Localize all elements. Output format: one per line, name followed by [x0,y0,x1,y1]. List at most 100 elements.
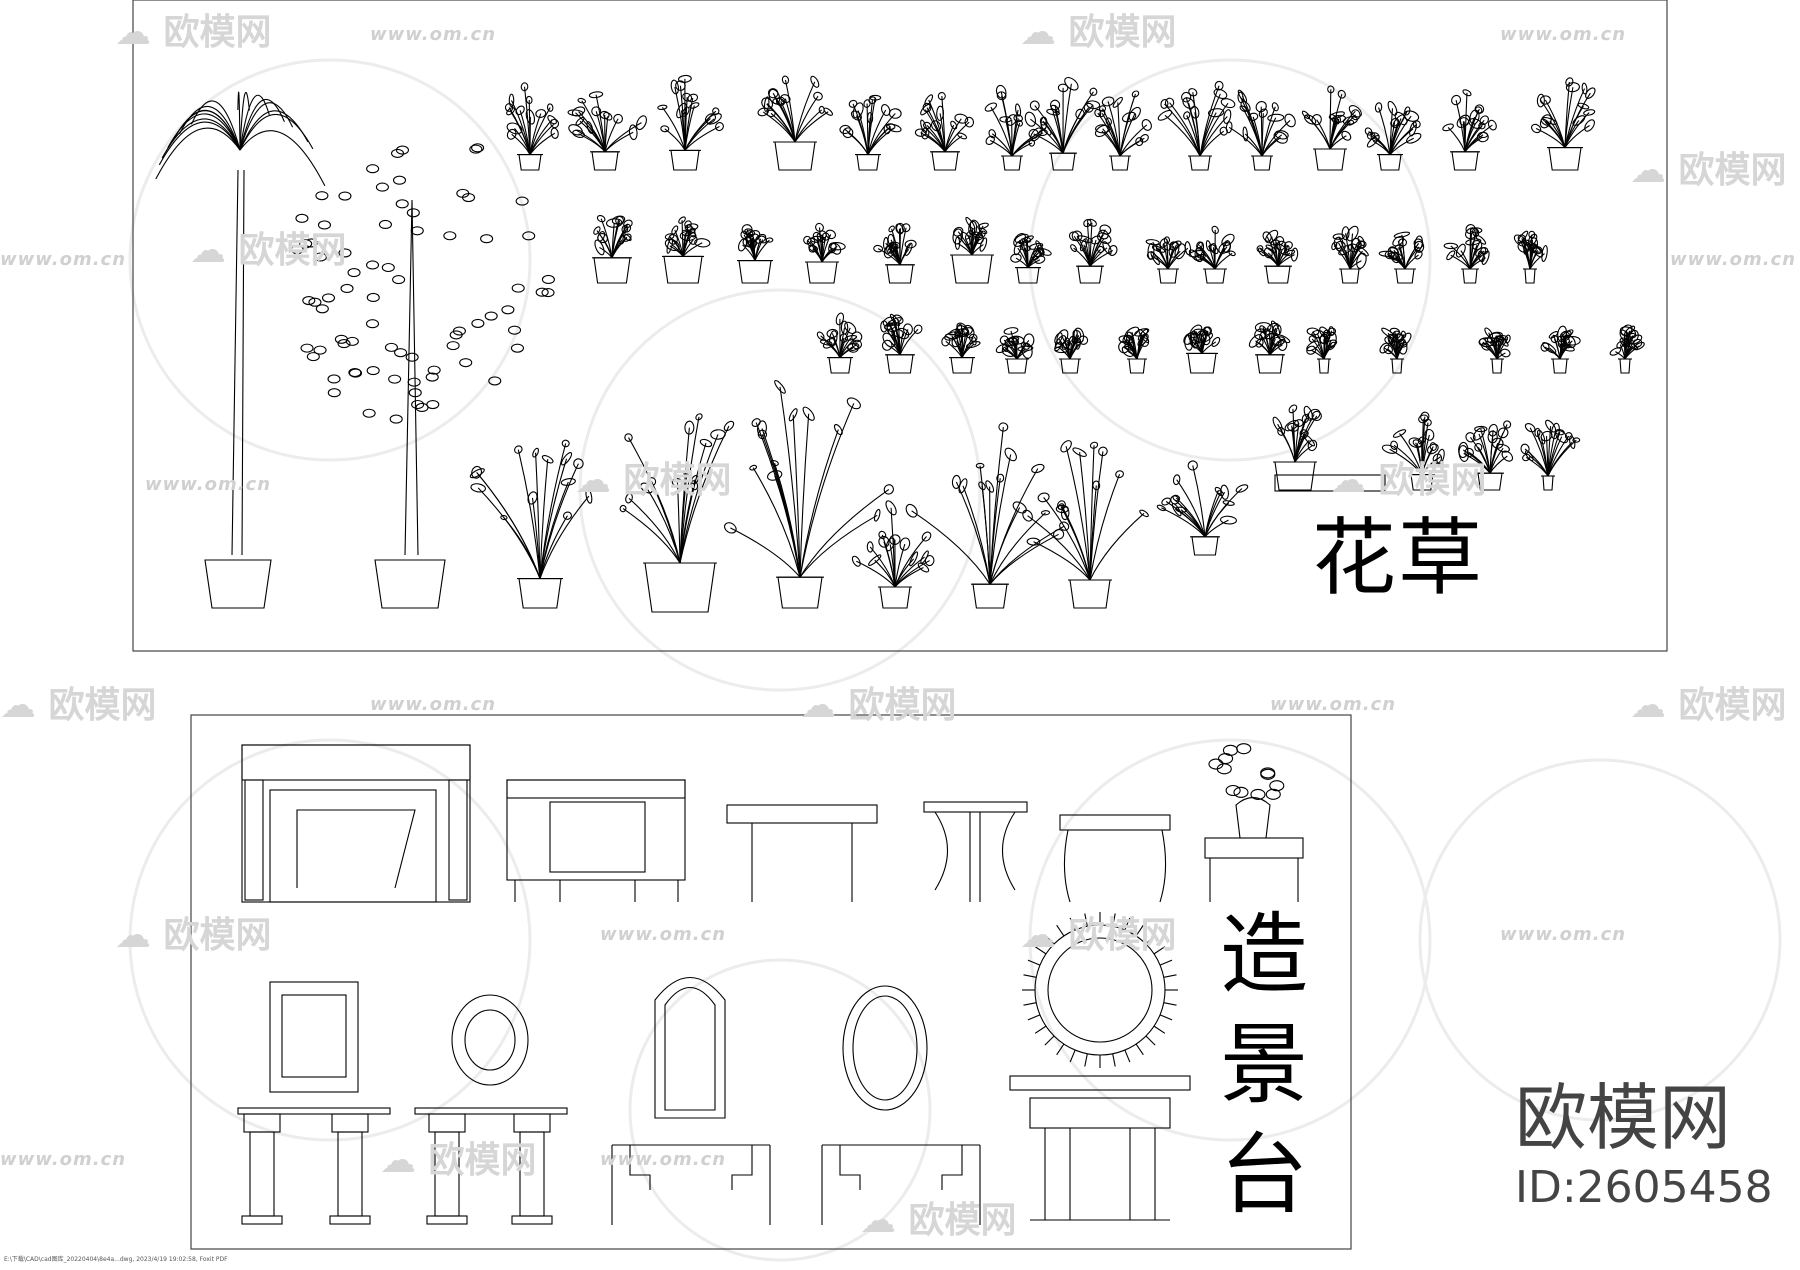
side-table-drawing [1059,814,1171,903]
plant-drawing [1301,85,1362,171]
potted-plant-drawing [1156,460,1249,556]
plant-drawing [1183,324,1221,374]
plant-drawing [1443,224,1490,284]
potted-plant-drawing [724,379,894,609]
console-table-drawing [726,804,878,902]
plant-drawing [1306,326,1338,374]
flowers-frame [132,0,1668,652]
rock-display-stand [1274,474,1386,492]
plant-drawing [1256,229,1299,284]
watermark-logo: ☁ 欧模网 [860,1200,1017,1241]
plant-drawing [757,75,833,171]
watermark-url: www.om.cn [600,924,727,945]
watermark-logo: ☁ 欧模网 [0,685,157,726]
plant-drawing [592,214,633,284]
plant-drawing [737,224,774,284]
plant-drawing [1024,76,1101,171]
stage-frame [190,714,1352,1250]
potted-plant-drawing [1520,419,1581,491]
watermark-logo: ☁ 欧模网 [575,460,732,501]
watermark-url: www.om.cn [1670,249,1797,270]
plant-drawing [984,84,1052,171]
palm-tree-drawing [155,91,326,609]
framed-picture-pedestal-drawing [237,981,391,1225]
plant-drawing [504,82,560,171]
round-mirror-pedestal-drawing [414,994,568,1225]
watermark-logo: ☁ 欧模网 [1020,12,1177,53]
scroll-table-drawing [923,801,1028,902]
plant-drawing [995,327,1035,374]
watermark-url: www.om.cn [145,474,272,495]
plant-drawing [657,74,724,171]
plant-drawing [1531,77,1596,171]
potted-plant-drawing [1458,420,1514,491]
plant-drawing [1010,233,1052,284]
plant-drawing [1331,225,1369,284]
plant-drawing [1378,231,1425,284]
arched-mirror-drawing [611,976,771,1225]
plant-drawing [950,216,994,284]
watermark-arcs [128,58,1782,1262]
stage-section-title: 造 景 台 [1220,900,1320,1230]
plant-drawing [1188,225,1236,284]
watermark-logo: ☁ 欧模网 [115,915,272,956]
plant-drawing [1540,325,1581,374]
broadleaf-tree-drawing [290,143,555,609]
plant-drawing [1364,100,1422,171]
potted-plant-drawing [1272,404,1322,491]
plant-drawing [1157,80,1236,171]
stage-title-char: 景 [1220,1013,1309,1116]
watermark-logo: ☁ 欧模网 [1330,460,1487,501]
watermark-url: www.om.cn [1500,924,1627,945]
oval-mirror-drawing [821,985,981,1225]
plant-drawing [803,222,846,284]
watermark-url: www.om.cn [600,1149,727,1170]
watermark-url: www.om.cn [370,694,497,715]
potted-plant-drawing [619,413,735,613]
vase-table-drawing [1204,743,1304,902]
plant-drawing [1513,230,1548,284]
watermark-logo: ☁ 欧模网 [1020,915,1177,956]
flowers-section-title: 花草 [1312,509,1485,607]
plant-drawing [1145,236,1192,284]
fireplace-drawing [241,744,471,903]
plant-drawing [1379,327,1412,374]
watermark-url: www.om.cn [1500,24,1627,45]
brand-logo-text: 欧模网 [1515,1076,1732,1160]
potted-plant-drawing [1381,411,1445,491]
plant-drawing [1094,90,1152,171]
watermark-logo: ☁ 欧模网 [1630,685,1787,726]
potted-plant-drawing [851,500,935,609]
watermark-logo: ☁ 欧模网 [380,1140,537,1181]
watermark-logo: ☁ 欧模网 [115,12,272,53]
watermark-url: www.om.cn [1270,694,1397,715]
file-path-footer: E:\下载\CAD\cad图库_20220404\8e4a...dwg, 202… [4,1256,228,1263]
watermark-url: www.om.cn [0,1149,127,1170]
plant-drawing [1609,324,1645,374]
plant-drawing [839,94,902,171]
plant-drawing [1478,327,1511,374]
sunburst-mirror-table-drawing [1009,912,1191,1221]
plant-drawing [1442,89,1497,171]
plant-drawing [567,91,647,171]
watermark-logo: ☁ 欧模网 [190,230,347,271]
plant-drawing [941,322,981,374]
plant-drawing [662,216,711,284]
plant-drawing [914,91,975,171]
plant-drawing [880,313,923,374]
stage-title-char: 造 [1220,903,1309,1006]
plant-drawing [873,222,917,284]
potted-plant-drawing [1022,440,1149,609]
potted-plant-drawing [469,439,593,609]
brand-id: ID:2605458 [1515,1162,1773,1213]
watermark-url: www.om.cn [370,24,497,45]
plant-drawing [1054,327,1089,374]
plant-drawing [1248,320,1291,374]
watermark-url: www.om.cn [0,249,127,270]
cabinet-drawing [506,779,686,902]
stage-title-char: 台 [1220,1123,1309,1226]
potted-plant-drawing [905,422,1070,609]
watermark-logo: ☁ 欧模网 [1630,150,1787,191]
plant-drawing [1068,218,1118,284]
